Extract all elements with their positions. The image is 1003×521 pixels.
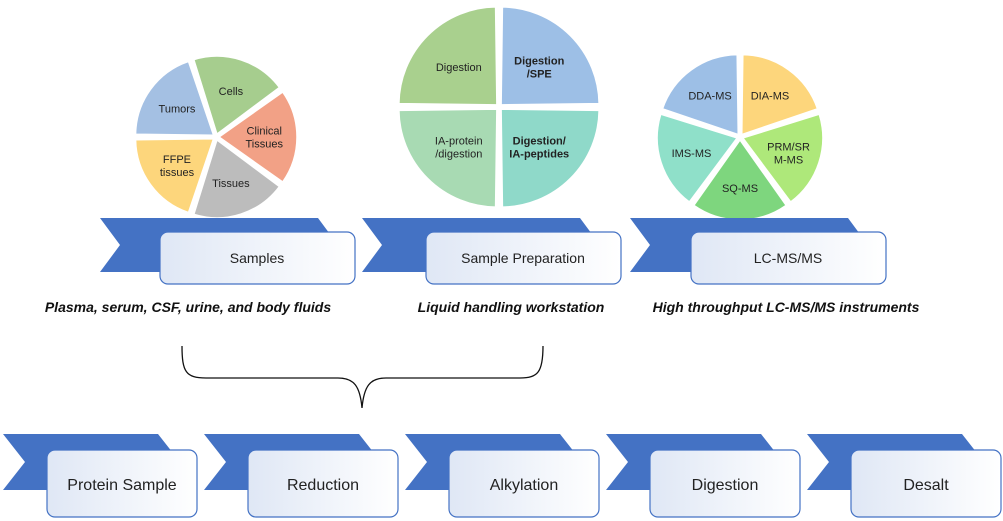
pie-segment-label: DDA-MS bbox=[688, 91, 731, 103]
workflow-step-protein-sample: Protein Sample bbox=[3, 434, 198, 518]
stage-sample-preparation: Sample Preparation bbox=[362, 218, 622, 285]
workflow-step-alkylation: Alkylation bbox=[405, 434, 600, 518]
workflow-step-box bbox=[448, 449, 600, 518]
workflow-step-label: Digestion bbox=[692, 477, 759, 494]
pie-segment bbox=[500, 6, 600, 106]
workflow-step-label: Protein Sample bbox=[67, 477, 176, 494]
stage-lcms-caption: High throughput LC-MS/MS instruments bbox=[653, 299, 920, 315]
stage-sample-preparation-label: Sample Preparation bbox=[461, 250, 585, 266]
pie-segment-label: IA-protein/digestion bbox=[435, 136, 483, 161]
stage-sample-preparation-box bbox=[425, 231, 622, 285]
pie-segment-label: Tissues bbox=[212, 178, 250, 190]
pie-segment bbox=[661, 53, 740, 136]
workflow-step-reduction: Reduction bbox=[204, 434, 399, 518]
workflow-step-label: Desalt bbox=[903, 477, 949, 494]
pie-segment-label: Digestion/SPE bbox=[514, 55, 564, 80]
workflow-step-box bbox=[247, 449, 399, 518]
stage-lcms-box bbox=[690, 231, 887, 285]
pie-segment bbox=[740, 53, 819, 136]
stage-samples-caption: Plasma, serum, CSF, urine, and body flui… bbox=[45, 299, 332, 315]
pie-segment-label: Digestion/IA-peptides bbox=[509, 136, 569, 161]
pie-segment-label: DIA-MS bbox=[751, 91, 790, 103]
stage-lcms: LC-MS/MS bbox=[630, 218, 887, 285]
sample-preparation-pie: Digestion/SPE Digestion/IA-peptides IA-pro… bbox=[398, 6, 600, 208]
pie-segment bbox=[192, 55, 281, 136]
stage-samples-label: Samples bbox=[230, 250, 284, 266]
workflow-step-box bbox=[46, 449, 198, 518]
pie-segment bbox=[741, 113, 824, 204]
pie-segment-label: Tumors bbox=[159, 104, 196, 116]
stage-sample-preparation-caption: Liquid handling workstation bbox=[418, 299, 605, 315]
pie-segment bbox=[398, 6, 498, 106]
pie-segment bbox=[217, 90, 298, 184]
workflow-step-desalt: Desalt bbox=[807, 434, 1002, 518]
pie-segment-label: IMS-MS bbox=[672, 148, 712, 160]
grouping-brace bbox=[181, 345, 544, 409]
workflow-step-label: Alkylation bbox=[490, 477, 558, 494]
pie-segment-label: SQ-MS bbox=[722, 183, 758, 195]
workflow-step-box bbox=[850, 449, 1002, 518]
pie-segment bbox=[134, 137, 215, 214]
pie-segment bbox=[134, 60, 215, 137]
stage-lcms-label: LC-MS/MS bbox=[754, 250, 822, 266]
workflow-step-label: Reduction bbox=[287, 477, 359, 494]
pie-segment bbox=[192, 138, 281, 219]
workflow-step-box bbox=[649, 449, 801, 518]
pie-segment bbox=[656, 113, 739, 204]
pie-segment bbox=[398, 108, 498, 208]
pie-segment-label: Cells bbox=[219, 86, 244, 98]
workflow-step-digestion: Digestion bbox=[606, 434, 801, 518]
stage-samples-box bbox=[159, 231, 356, 285]
pie-segment bbox=[500, 108, 600, 208]
stage-samples: Samples bbox=[100, 218, 356, 285]
pie-segment-label: Digestion bbox=[436, 62, 482, 74]
